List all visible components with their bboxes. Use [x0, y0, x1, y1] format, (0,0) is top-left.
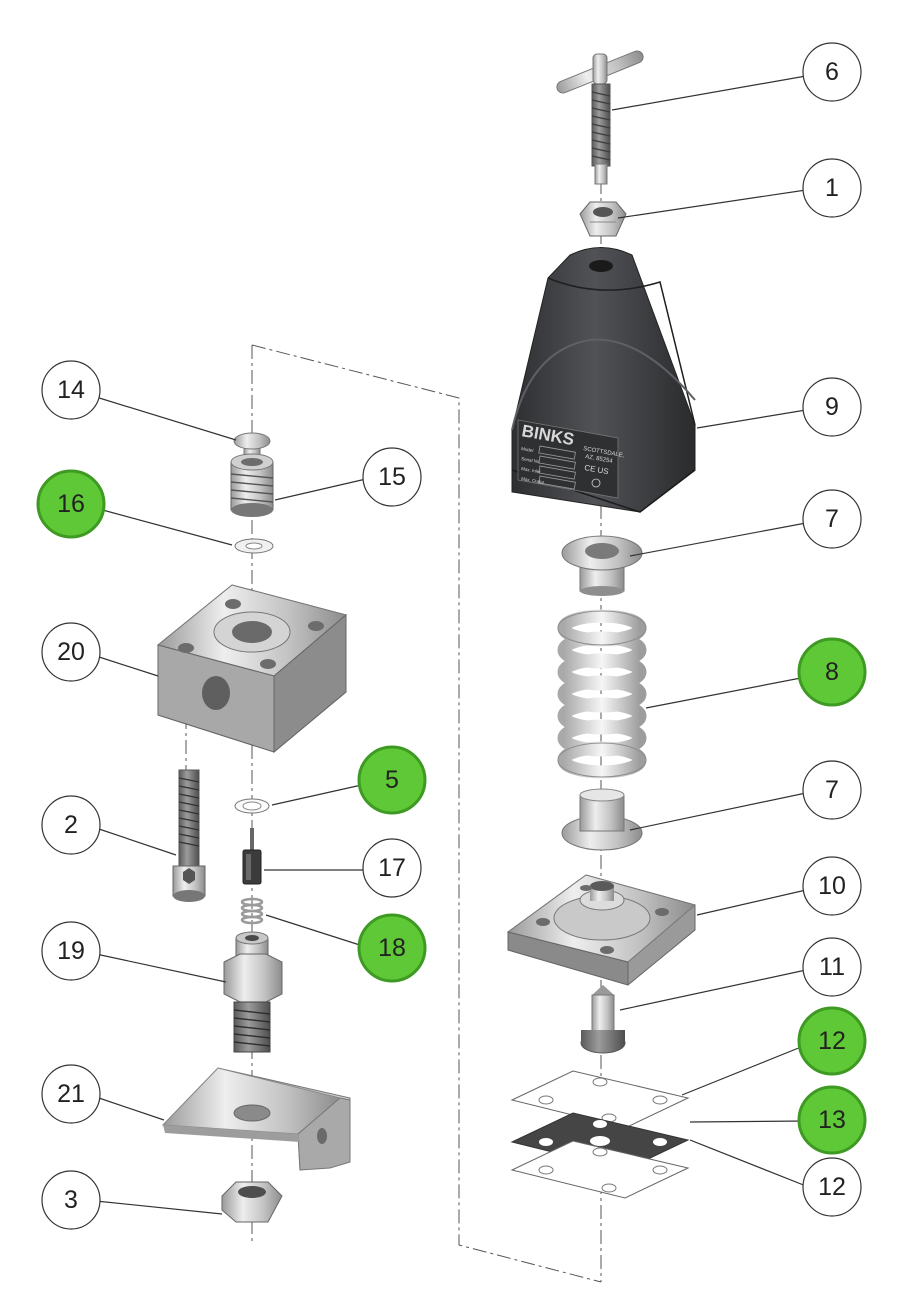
callout-label: 11 [819, 953, 845, 981]
callout-label: 14 [57, 376, 85, 404]
part-washer-small [234, 798, 270, 814]
callout-label: 9 [825, 393, 839, 421]
spring-outline [557, 610, 647, 778]
callout-17: 17 [362, 838, 422, 898]
nameplate-state: AZ. 85254 [585, 454, 614, 465]
part-valve-poppet [242, 828, 262, 885]
callout-label: 3 [64, 1186, 78, 1214]
callout-label: 15 [378, 463, 406, 491]
callout-1: 1 [802, 158, 862, 218]
part-small-spring [240, 897, 264, 925]
callout-12-upper: 12 [797, 1006, 867, 1076]
part-body-block [156, 584, 348, 754]
part-mounting-bracket [161, 1067, 351, 1171]
part-spring-button-lower [561, 788, 643, 851]
callout-label: 12 [818, 1173, 846, 1201]
callout-2: 2 [41, 795, 101, 855]
nameplate: BINKS SCOTTSDALE, AZ. 85254 Model Serial… [517, 419, 625, 499]
callout-label: 17 [378, 854, 406, 882]
nameplate-field-outlet: Max. Outlet [521, 476, 545, 485]
part-valve-seat-fitting [223, 931, 283, 1053]
callout-8: 8 [797, 637, 867, 707]
part-hex-nut [221, 1181, 283, 1223]
callout-label: 18 [378, 934, 406, 962]
part-diaphragm-plate [506, 874, 697, 986]
callout-18: 18 [357, 913, 427, 983]
callout-label: 16 [57, 490, 85, 518]
callout-14: 14 [41, 360, 101, 420]
callout-label: 8 [825, 658, 839, 686]
callout-19: 19 [41, 921, 101, 981]
callout-7-lower: 7 [802, 760, 862, 820]
callout-3: 3 [41, 1170, 101, 1230]
callout-20: 20 [41, 622, 101, 682]
callout-10: 10 [802, 856, 862, 916]
callout-label: 6 [825, 58, 839, 86]
part-cap [233, 432, 271, 458]
callout-label: 7 [825, 776, 839, 804]
callout-label: 12 [818, 1027, 846, 1055]
callout-label: 5 [385, 766, 399, 794]
callout-5: 5 [357, 745, 427, 815]
callout-11: 11 [802, 937, 862, 997]
part-t-handle-screw [556, 50, 644, 185]
callout-label: 1 [825, 174, 839, 202]
callout-12-lower: 12 [802, 1157, 862, 1217]
callout-6: 6 [802, 42, 862, 102]
part-cap-screw [172, 769, 206, 902]
part-washer-upper [234, 538, 274, 554]
callout-16: 16 [36, 469, 106, 539]
part-spring-button-upper [561, 535, 643, 596]
part-threaded-plug [230, 453, 274, 517]
part-valve-stem [580, 985, 626, 1054]
callout-label: 10 [818, 872, 846, 900]
callout-label: 13 [818, 1106, 846, 1134]
callout-label: 19 [57, 937, 85, 965]
callout-label: 20 [57, 638, 85, 666]
nameplate-marks: CE US [584, 463, 610, 476]
callout-15: 15 [362, 447, 422, 507]
callout-label: 21 [57, 1080, 85, 1108]
callout-21: 21 [41, 1064, 101, 1124]
part-gasket-lower [510, 1140, 690, 1199]
nameplate-field-serial: Serial No. [521, 456, 541, 464]
part-spring [557, 609, 647, 779]
callout-9: 9 [802, 377, 862, 437]
nameplate-field-model: Model [521, 446, 534, 453]
callout-label: 7 [825, 505, 839, 533]
ex-mark-icon [591, 478, 601, 488]
leader-lines [95, 75, 807, 1215]
nameplate-field-inlet: Max. Inlet [521, 466, 542, 474]
callout-7-upper: 7 [802, 489, 862, 549]
callout-13: 13 [797, 1085, 867, 1155]
callout-label: 2 [64, 811, 78, 839]
part-jam-nut [579, 201, 627, 237]
